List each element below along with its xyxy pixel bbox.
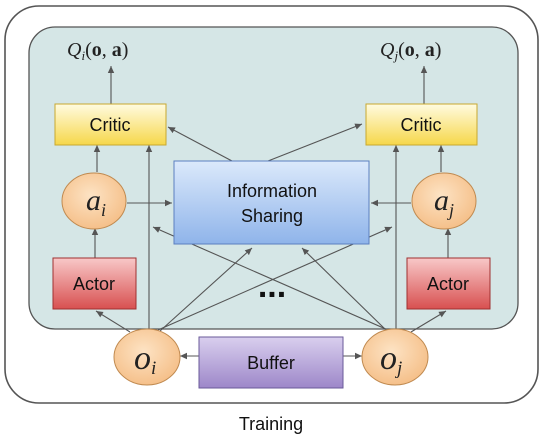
critic-left-label: Critic [90, 115, 131, 135]
info-line2: Sharing [241, 206, 303, 226]
svg-text:ai: ai [86, 184, 106, 220]
svg-text:oi: oi [134, 340, 156, 379]
critic-right-label: Critic [401, 115, 442, 135]
action-left-node: ai [61, 172, 127, 230]
ellipsis: ... [258, 267, 286, 305]
arrow-oj-to-info [301, 247, 388, 332]
information-sharing-box: Information Sharing [173, 160, 370, 245]
critic-left-box: Critic [54, 103, 167, 146]
actor-right-label: Actor [427, 274, 469, 294]
observation-right-node: oj [361, 328, 429, 386]
observation-left-node: oi [113, 328, 181, 386]
critic-right-box: Critic [365, 103, 478, 146]
arrow-oj-to-actor-right [410, 310, 447, 333]
q-left-label: Qi(o, a) [67, 39, 128, 63]
svg-text:aj: aj [434, 184, 454, 220]
arrow-oi-to-info [159, 247, 253, 332]
action-right-node: aj [411, 172, 477, 230]
arrow-info-to-critic-right [267, 123, 363, 162]
actor-right-box: Actor [406, 257, 491, 310]
svg-text:oj: oj [380, 340, 402, 379]
q-right-label: Qj(o, a) [380, 39, 441, 63]
caption: Training [239, 414, 303, 434]
buffer-label: Buffer [247, 353, 295, 373]
buffer-box: Buffer [198, 336, 344, 389]
info-line1: Information [227, 181, 317, 201]
actor-left-box: Actor [52, 257, 137, 310]
arrow-info-to-critic-left [167, 126, 233, 162]
actor-left-label: Actor [73, 274, 115, 294]
arrow-oi-to-actor-left [95, 310, 131, 333]
